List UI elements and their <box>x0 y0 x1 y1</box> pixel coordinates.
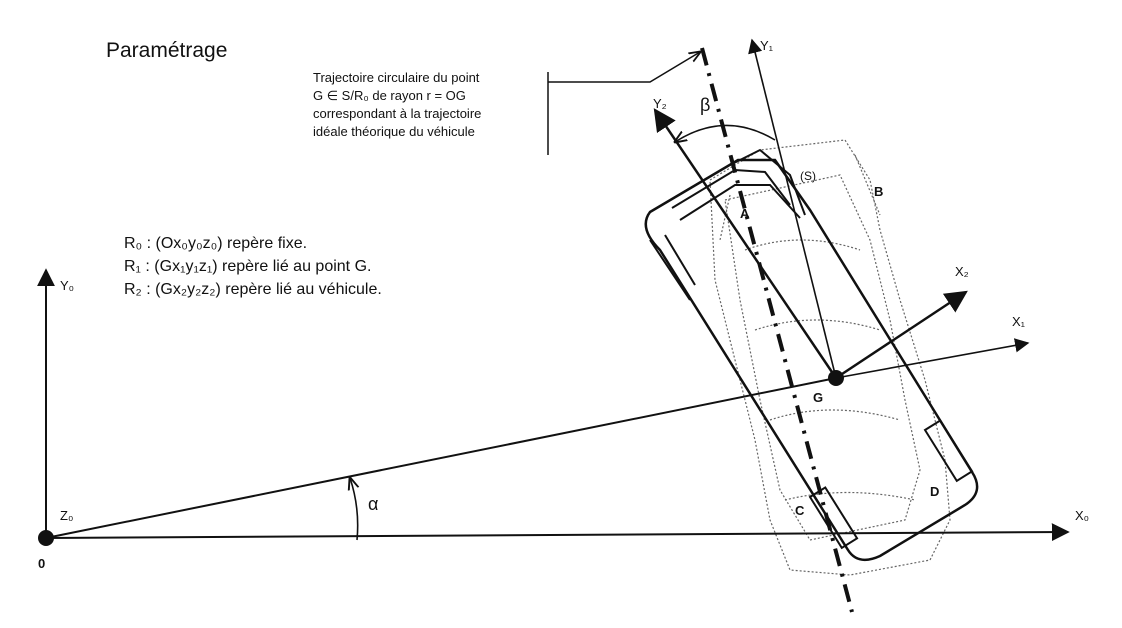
label-x0: X₀ <box>1075 508 1089 523</box>
title: Paramétrage <box>106 39 227 62</box>
annotation-line: idéale théorique du véhicule <box>313 124 475 139</box>
point-origin <box>38 530 54 546</box>
label-d: D <box>930 484 939 499</box>
frame-r1 <box>748 38 1030 379</box>
label-y0: Y₀ <box>60 278 74 293</box>
annotation-line: Trajectoire circulaire du point <box>313 70 480 85</box>
label-g: G <box>813 390 823 405</box>
vehicle <box>644 148 979 562</box>
annotation-leader <box>547 52 700 155</box>
frame-definitions: R₀ : (Ox₀y₀z₀) repère fixe. R₁ : (Gx₁y₁z… <box>124 235 382 298</box>
label-alpha: α <box>368 494 378 514</box>
beta-arc <box>675 124 776 142</box>
label-beta: β <box>700 95 710 115</box>
frame-r0-def: R₀ : (Ox₀y₀z₀) repère fixe. <box>124 235 307 252</box>
label-a: A <box>740 206 750 221</box>
annotation-line: correspondant à la trajectoire <box>313 106 481 121</box>
frame-r2 <box>653 108 968 380</box>
alpha-arc <box>350 478 358 541</box>
point-g <box>828 370 844 386</box>
frame-r0 <box>37 268 1070 542</box>
label-y2: Y₂ <box>653 96 667 111</box>
label-x2: X₂ <box>955 264 969 279</box>
trajectory-line <box>700 47 854 613</box>
label-y1: Y₁ <box>760 38 774 53</box>
frame-r1-def: R₁ : (Gx₁y₁z₁) repère lié au point G. <box>124 258 371 275</box>
label-z0: Z₀ <box>60 508 73 523</box>
frame-r2-def: R₂ : (Gx₂y₂z₂) repère lié au véhicule. <box>124 281 382 298</box>
label-b: B <box>874 184 883 199</box>
label-x1: X₁ <box>1012 314 1026 329</box>
ghost-vehicle <box>709 139 951 576</box>
annotation-text: Trajectoire circulaire du point G ∈ S/R₀… <box>313 70 481 139</box>
annotation-line: G ∈ S/R₀ de rayon r = OG <box>313 88 466 103</box>
label-c: C <box>795 503 805 518</box>
label-origin: 0 <box>38 556 45 571</box>
label-solid: (S) <box>800 169 816 183</box>
